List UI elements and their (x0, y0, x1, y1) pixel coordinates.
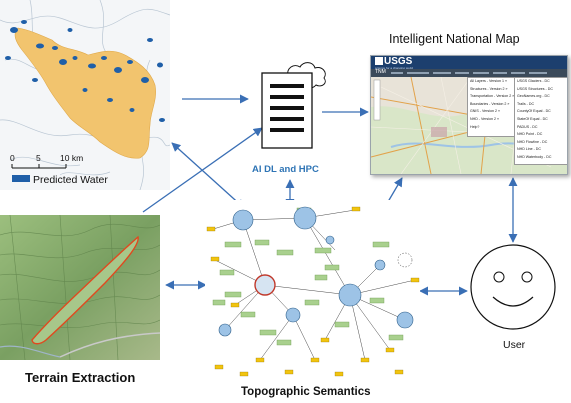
predicted-water-map: 0 5 10 km Predicted Water (0, 0, 170, 190)
scale-bar (11, 164, 67, 169)
user-face-icon (470, 244, 556, 330)
semantic-graph (205, 200, 420, 383)
menu-item[interactable]: NHD Line - DC (517, 147, 541, 152)
menu-item[interactable]: NHD Waterbody - DC (517, 154, 552, 159)
legend-label: Predicted Water (33, 174, 108, 186)
menu-item[interactable]: NHD - Version 2 » (470, 116, 499, 121)
menu-item[interactable]: Structures - Version 2 » (470, 86, 508, 91)
water-map-image (0, 0, 170, 190)
terrain-map-image (0, 215, 160, 360)
ai-label: AI DL and HPC (252, 164, 319, 175)
menu-item[interactable]: Trails - DC (517, 101, 535, 106)
semantic-graph-image (206, 206, 420, 377)
scale-label-5: 5 (36, 153, 41, 163)
menu-item[interactable]: Transportation - Version 2 » (470, 94, 514, 99)
menu-item[interactable]: USGS Structures - DC (517, 86, 553, 91)
watershed-area (14, 27, 156, 159)
terrain-label: Terrain Extraction (25, 370, 136, 385)
terrain-map (0, 215, 160, 360)
national-map-title: Intelligent National Map (389, 32, 520, 46)
menu-item[interactable]: Boundaries - Version 2 » (470, 101, 510, 106)
menu-item[interactable]: USGS Glaciers - DC (517, 79, 550, 83)
app-name: TNM (375, 69, 386, 75)
menu-item[interactable]: All Layers - Version 1 » (470, 79, 507, 83)
services-dropdown[interactable]: USGS Glaciers - DC USGS Structures - DC Ge… (514, 77, 567, 165)
predicted-water-swatch (12, 175, 30, 182)
arrow-water-semantics (171, 142, 245, 209)
menu-item[interactable]: StateOf Equal - DC (517, 116, 548, 121)
highlighted-node (254, 274, 276, 296)
menu-item[interactable]: PADUS - DC (517, 124, 538, 129)
menu-item[interactable]: NHD Flowline - DC (517, 139, 548, 144)
menu-item[interactable]: Help? (470, 124, 480, 129)
scale-label-0: 0 (10, 153, 15, 163)
usgs-tagline: science for a changing world (375, 66, 414, 70)
ai-hpc-node (250, 58, 330, 163)
national-map-navbar: TNM (371, 69, 567, 77)
menu-item[interactable]: GNIS - Version 2 » (470, 109, 500, 114)
national-map-header: USGS science for a changing world (371, 56, 567, 70)
user-label: User (503, 339, 526, 351)
menu-item[interactable]: NHD Point - DC (517, 132, 543, 137)
menu-item[interactable]: GeoNames.org - DC (517, 94, 550, 99)
server-cloud-icon (261, 62, 326, 149)
layers-dropdown[interactable]: All Layers - Version 1 » Structures - Ver… (467, 77, 515, 137)
semantics-label: Topographic Semantics (241, 386, 371, 398)
usgs-logo: USGS (375, 56, 412, 67)
national-map-screenshot: USGS science for a changing world TNM Al… (370, 55, 568, 175)
zoom-controls (373, 79, 381, 121)
extracted-ridge (31, 235, 139, 345)
scale-label-10km: 10 km (60, 153, 84, 163)
menu-item[interactable]: CountyOf Equal - DC (517, 109, 551, 114)
